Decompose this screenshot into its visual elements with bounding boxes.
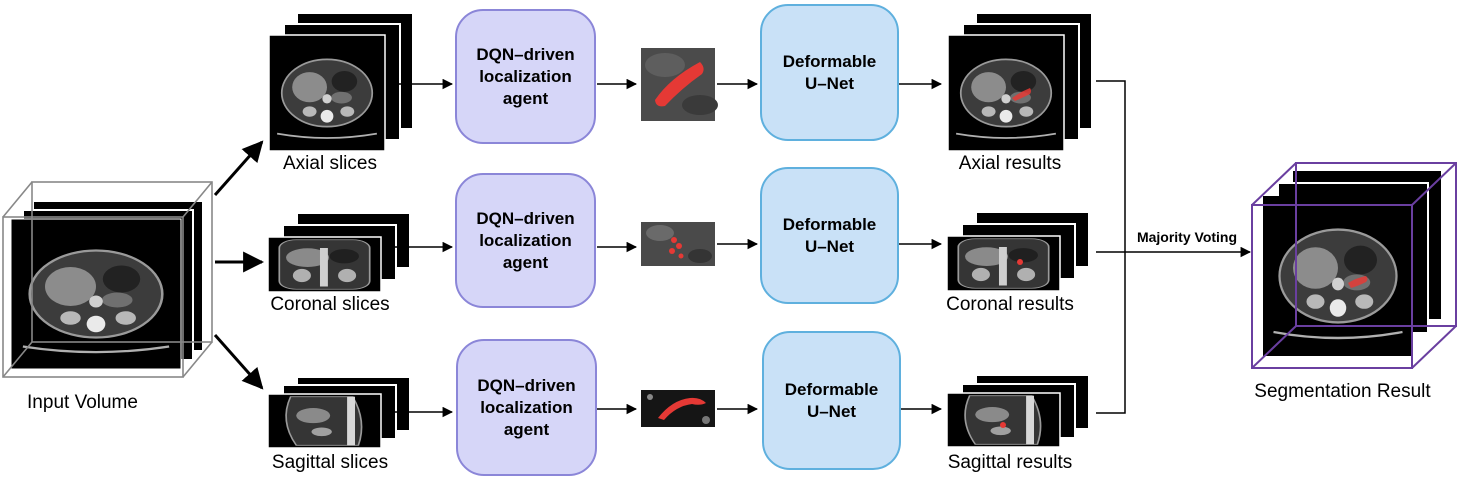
sagittal-localized-crop — [641, 390, 715, 427]
sagittal-results-stack — [946, 374, 1090, 448]
unet-line-1: Deformable — [782, 51, 877, 71]
input-volume-label: Input Volume — [27, 392, 138, 413]
agent-line-1: DQN–driven — [476, 208, 575, 228]
agent-line-2: localization — [480, 397, 573, 417]
agent-line-2: localization — [479, 66, 572, 86]
segmentation-result-label: Segmentation Result — [1254, 381, 1431, 402]
unet-line-2: U–Net — [806, 401, 857, 421]
agent-line-1: DQN–driven — [476, 44, 575, 64]
sagittal-slices-stack — [267, 376, 411, 449]
agent-line-2: localization — [479, 230, 572, 250]
sagittal-results-label: Sagittal results — [947, 452, 1073, 473]
agent-line-3: agent — [503, 419, 550, 439]
coronal-slices-label: Coronal slices — [270, 294, 390, 315]
coronal-results-stack — [946, 211, 1090, 292]
unet-line-2: U–Net — [804, 236, 855, 256]
sagittal-slices-label: Sagittal slices — [271, 452, 389, 473]
agent-line-3: agent — [502, 88, 549, 108]
axial-localized-crop — [641, 48, 718, 121]
agent-line-1: DQN–driven — [477, 375, 576, 395]
fusion-lines — [1096, 80, 1252, 414]
input-volume — [2, 181, 213, 378]
axial-results-stack — [947, 12, 1093, 152]
unet-line-2: U–Net — [804, 73, 855, 93]
coronal-results-label: Coronal results — [946, 294, 1074, 315]
unet-line-1: Deformable — [784, 379, 879, 399]
majority-voting-label: Majority Voting — [1136, 229, 1238, 245]
segmentation-result-volume — [1251, 162, 1457, 369]
unet-line-1: Deformable — [782, 214, 877, 234]
agent-line-3: agent — [502, 252, 549, 272]
coronal-slices-stack — [267, 212, 411, 293]
coronal-localized-crop — [641, 222, 715, 266]
axial-slices-label: Axial slices — [283, 153, 377, 174]
axial-results-label: Axial results — [958, 153, 1062, 174]
axial-slices-stack — [268, 12, 414, 152]
